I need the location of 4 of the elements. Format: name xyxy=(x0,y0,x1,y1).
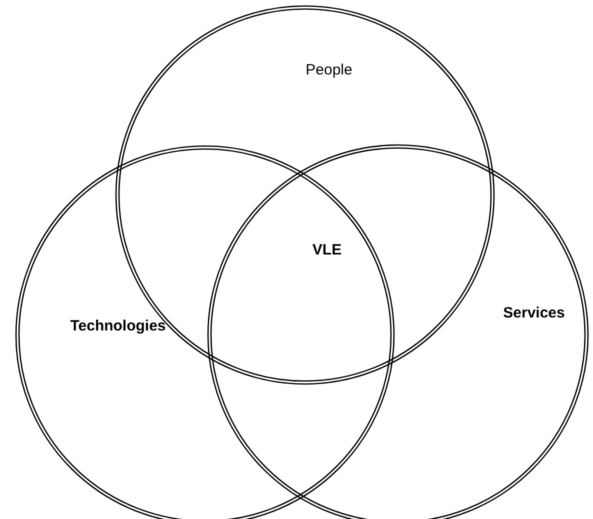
circle-label: Technologies xyxy=(70,318,166,334)
circle-label: Services xyxy=(503,304,565,322)
circle-label: People xyxy=(306,62,352,78)
overlap-label: VLE xyxy=(312,242,342,258)
